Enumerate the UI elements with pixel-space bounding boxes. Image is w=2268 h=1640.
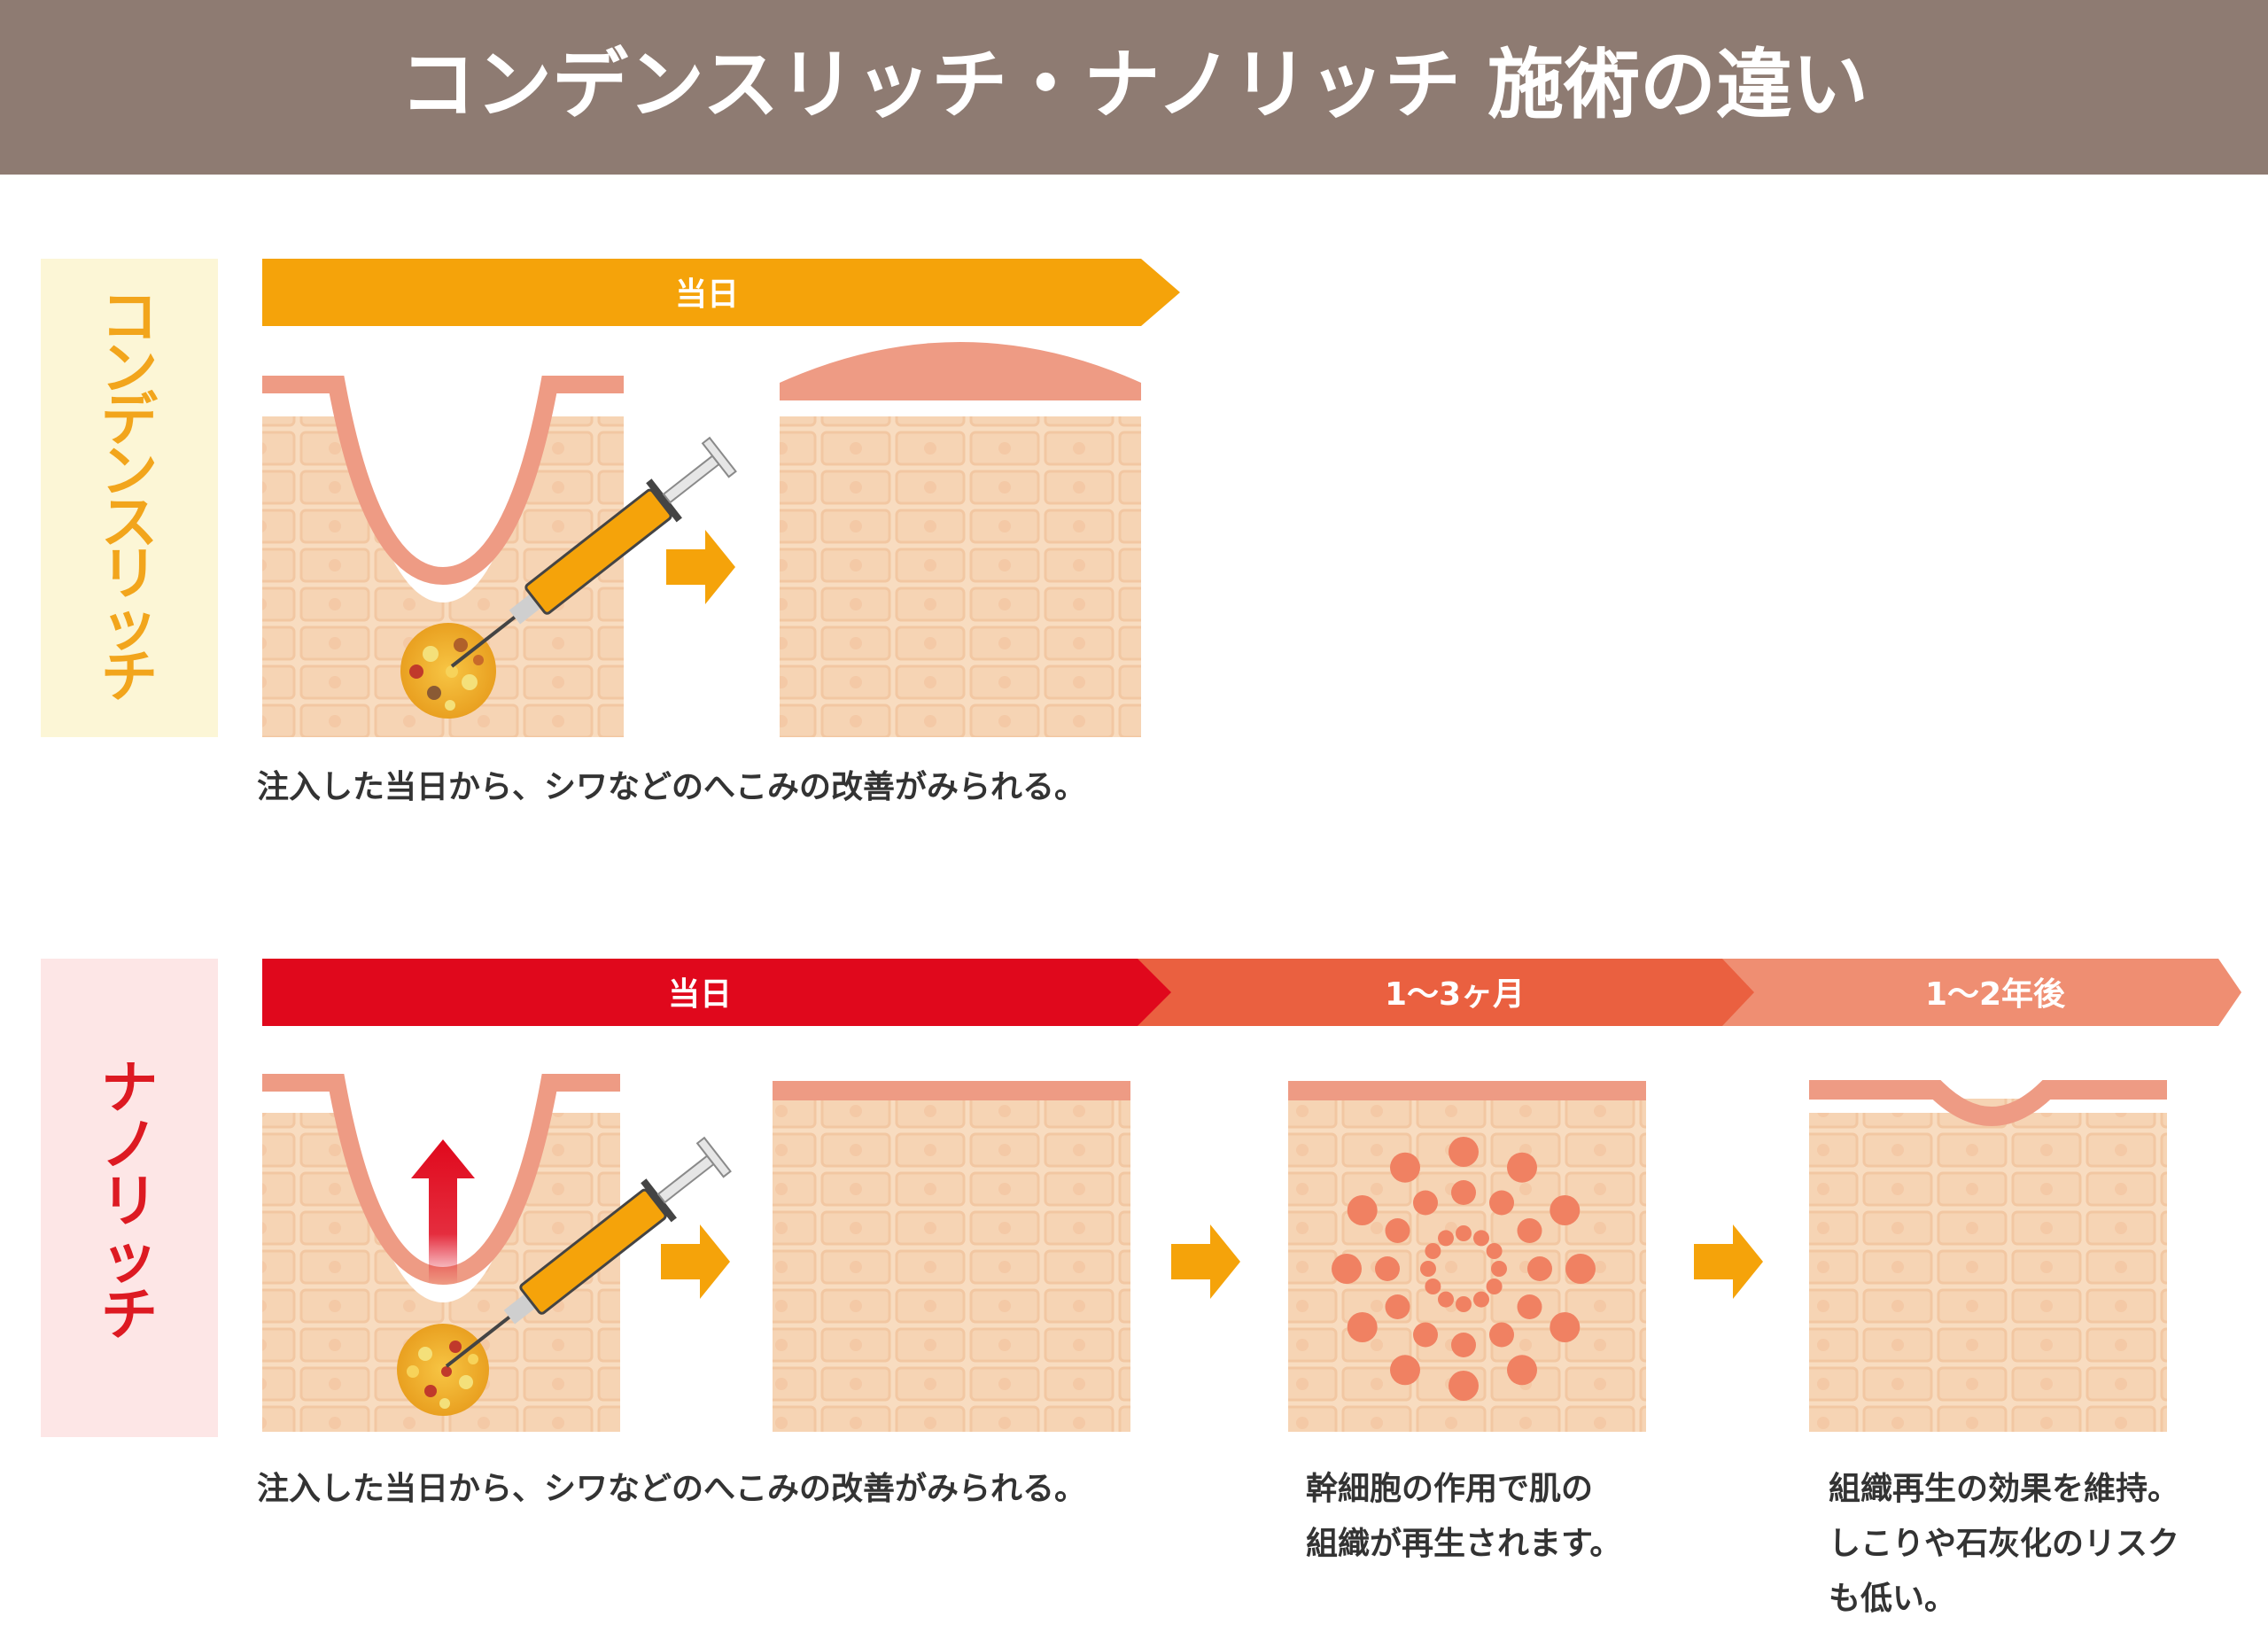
stem-cell-dot	[1420, 1261, 1436, 1277]
stem-cell-dot	[1527, 1256, 1552, 1281]
condense-after-panel	[780, 342, 1141, 737]
nano-caption-3-line-2: しこりや石灰化のリスク	[1829, 1526, 2179, 1562]
stem-cell-dot	[1438, 1230, 1454, 1246]
stem-cell-dot	[1487, 1279, 1503, 1294]
nano-timeline-label-3: 1～2年後	[1925, 976, 2066, 1013]
stem-cell-dot	[1550, 1312, 1580, 1342]
condense-step-arrow-icon	[666, 530, 735, 604]
stem-cell-dot	[1507, 1355, 1537, 1385]
nano-label-char: ッ	[101, 1226, 158, 1292]
stem-cell-dot	[1487, 1243, 1503, 1259]
nano-caption-3-line-1: 組織再生の効果を維持。	[1829, 1471, 2179, 1507]
nano-caption-3: 組織再生の効果を維持。 しこりや石灰化のリスク も低い。	[1829, 1471, 2191, 1617]
nano-step-arrow-2-icon	[1171, 1224, 1240, 1299]
nano-maintain-panel	[1809, 1081, 2167, 1432]
nano-label-char: ナ	[101, 1056, 158, 1122]
condense-label-char: チ	[101, 645, 158, 711]
stem-cell-dot	[1507, 1153, 1537, 1183]
stem-cell-dot	[1348, 1195, 1378, 1225]
nano-label: ナノリッチ	[101, 1056, 158, 1349]
stem-cell-dot	[1386, 1294, 1410, 1319]
stem-cell-dot	[1390, 1355, 1420, 1385]
condense-caption: 注入した当日から、シワなどのへこみの改善がみられる。	[257, 769, 1086, 805]
stem-cell-dot	[1456, 1296, 1472, 1312]
stem-cell-dot	[1518, 1218, 1542, 1243]
condense-row: コンデンスリッチ 当日	[41, 259, 1180, 805]
stem-cell-dot	[1565, 1254, 1596, 1284]
nano-caption-2-line-2: 組織が再生されます。	[1306, 1526, 1621, 1562]
nano-label-char: チ	[101, 1283, 158, 1349]
nano-caption-2: 幹細胞の作用で肌の 組織が再生されます。	[1306, 1470, 1621, 1562]
stem-cell-dot	[1473, 1292, 1489, 1308]
stem-cell-dot	[1456, 1225, 1472, 1241]
stem-cell-dot	[1438, 1292, 1454, 1308]
nano-step-arrow-3-icon	[1694, 1224, 1763, 1299]
nano-caption-3-line-3: も低い。	[1829, 1581, 1956, 1617]
stem-cell-dot	[1390, 1153, 1420, 1183]
stem-cell-dot	[1425, 1279, 1441, 1294]
stem-cell-dot	[1413, 1191, 1438, 1216]
nano-row: ナノリッチ 当日 1～3ヶ月 1～2年後	[41, 959, 2241, 1617]
stem-cell-dot	[1375, 1256, 1400, 1281]
condense-timeline-label: 当日	[675, 276, 739, 313]
stem-cell-dot	[1449, 1137, 1479, 1167]
nano-label-char: リ	[101, 1170, 158, 1235]
nano-day-panel	[773, 1081, 1130, 1432]
stem-cell-dot	[1451, 1333, 1476, 1357]
stem-cell-dot	[1413, 1323, 1438, 1348]
stem-cell-dot	[1348, 1312, 1378, 1342]
nano-step-arrow-1-icon	[661, 1224, 730, 1299]
stem-cell-dot	[1489, 1323, 1514, 1348]
stem-cell-dot	[1473, 1230, 1489, 1246]
condense-label: コンデンスリッチ	[101, 285, 159, 711]
nano-caption-1: 注入した当日から、シワなどのへこみの改善がみられる。	[257, 1471, 1086, 1507]
nano-label-char: ノ	[101, 1113, 158, 1178]
stem-cell-dot	[1491, 1261, 1507, 1277]
nano-fat-graft	[397, 1324, 489, 1416]
stem-cell-dot	[1449, 1371, 1479, 1401]
nano-caption-2-line-1: 幹細胞の作用で肌の	[1306, 1470, 1593, 1507]
stem-cell-dot	[1489, 1191, 1514, 1216]
stem-cell-dot	[1332, 1254, 1362, 1284]
nano-timeline-label-1: 当日	[668, 976, 732, 1013]
condense-fat-graft	[400, 623, 496, 719]
nano-timeline-label-2: 1～3ヶ月	[1385, 976, 1525, 1013]
stem-cell-dot	[1518, 1294, 1542, 1319]
stem-cell-dot	[1386, 1218, 1410, 1243]
page-title: コンデンスリッチ・ナノリッチ 施術の違い	[400, 41, 1868, 129]
stem-cell-dot	[1425, 1243, 1441, 1259]
stem-cell-dot	[1550, 1195, 1580, 1225]
stem-cell-dot	[1451, 1180, 1476, 1205]
